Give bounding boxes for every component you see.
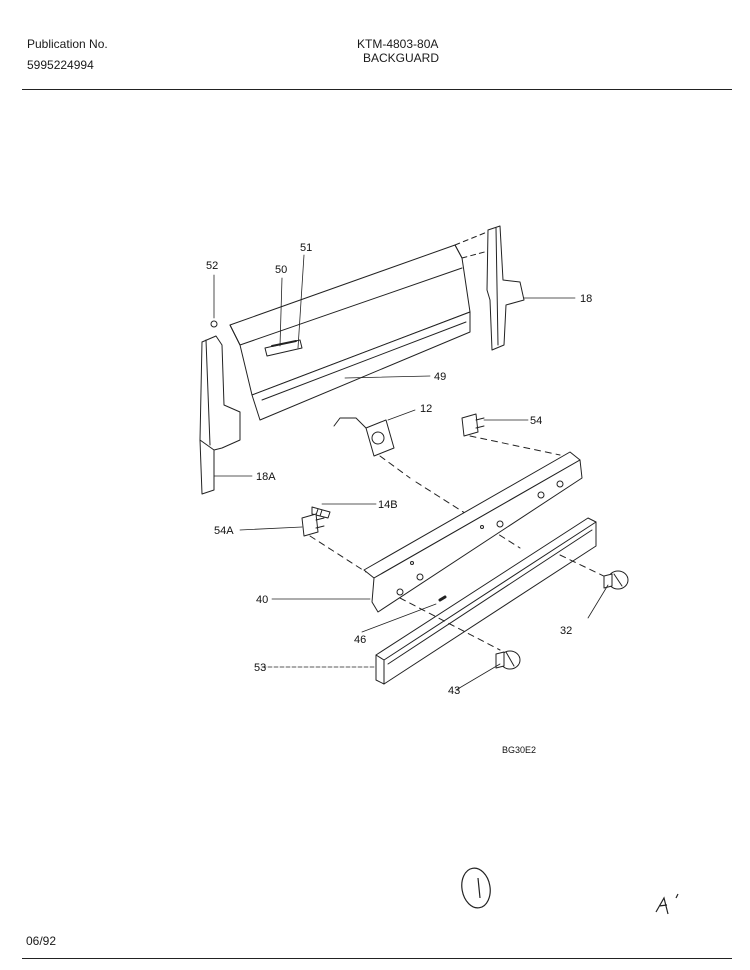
- figure-code: BG30E2: [502, 745, 536, 755]
- knob-43: [495, 650, 521, 670]
- callout-50: 50: [275, 264, 287, 276]
- publication-number: 5995224994: [27, 58, 94, 72]
- trim-strip: [375, 517, 597, 685]
- callout-18: 18: [580, 293, 592, 305]
- model-number: KTM-4803-80A: [357, 37, 439, 51]
- right-end-cap: [486, 225, 525, 351]
- knob-32: [603, 570, 629, 590]
- callout-52: 52: [206, 260, 218, 272]
- callout-labels: 52 51 50 18 49 12 54 18A 14B 54A 40 46 3…: [206, 242, 592, 755]
- backguard-panel: [229, 244, 471, 421]
- callout-14b: 14B: [378, 499, 398, 511]
- callout-43: 43: [448, 685, 460, 697]
- callout-32: 32: [560, 625, 572, 637]
- left-end-cap: [199, 335, 241, 495]
- header-divider: [22, 89, 732, 90]
- screw-46: [438, 595, 447, 602]
- callout-18a: 18A: [256, 471, 276, 483]
- callout-53: 53: [254, 662, 266, 674]
- callout-49: 49: [434, 371, 446, 383]
- callout-54: 54: [530, 415, 542, 427]
- callout-51: 51: [300, 242, 312, 254]
- revision-date: 06/92: [26, 934, 57, 948]
- circle-mark: [461, 867, 491, 909]
- circle-mark-stroke: [477, 877, 481, 899]
- switch-left: [301, 513, 325, 537]
- publication-label: Publication No.: [27, 37, 108, 51]
- nameplate: [264, 339, 303, 357]
- callout-54a: 54A: [214, 525, 234, 537]
- initial-mark: [655, 893, 679, 915]
- handwritten-marks: [461, 867, 679, 915]
- callout-46: 46: [354, 634, 366, 646]
- section-title: BACKGUARD: [363, 51, 440, 65]
- thermostat: [333, 417, 395, 457]
- switch-right: [461, 413, 485, 437]
- callout-12: 12: [420, 403, 432, 415]
- screw: [210, 320, 218, 328]
- callout-40: 40: [256, 594, 268, 606]
- element-14b: [311, 506, 331, 519]
- control-panel: [363, 451, 583, 613]
- footer-divider: [22, 958, 732, 959]
